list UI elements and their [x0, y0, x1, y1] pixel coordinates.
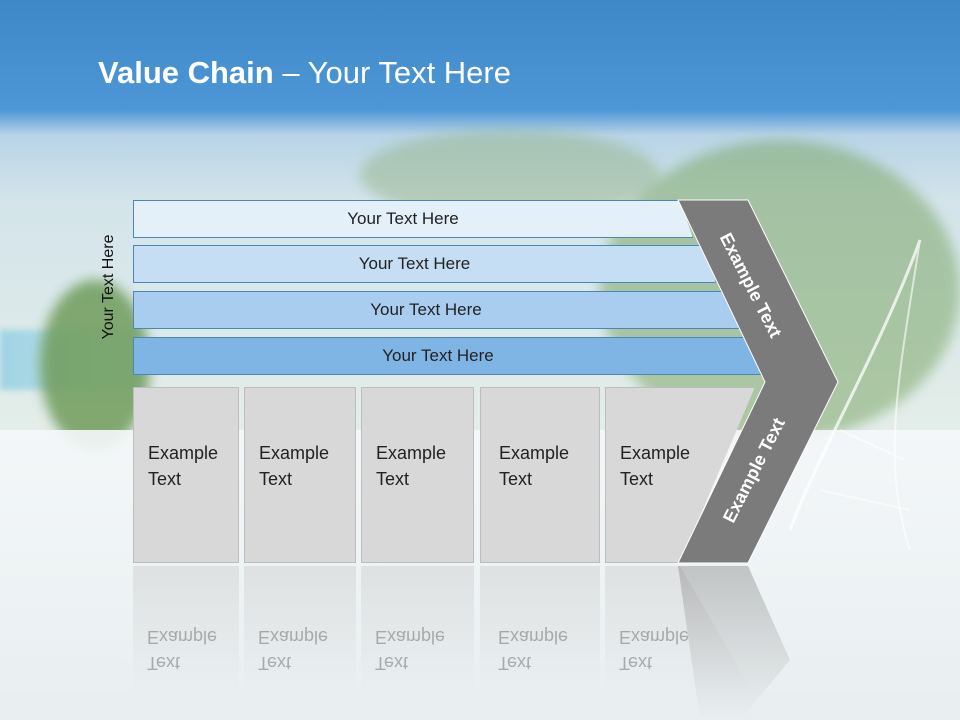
- activity-box-1-line1: Example: [148, 443, 219, 463]
- bar-1-label: Your Text Here: [347, 209, 459, 228]
- activity-box-3: Example Text: [361, 387, 474, 563]
- activity-box-1-line2: Text: [148, 469, 182, 489]
- activity-box-3-line1: Example: [376, 443, 447, 463]
- activity-box-3-line2: Text: [376, 469, 410, 489]
- activity-box-5-line1: Example: [620, 443, 691, 463]
- activity-box-4-line2: Text: [499, 469, 533, 489]
- title-rest: – Your Text Here: [273, 55, 511, 90]
- arrow-shape: [677, 199, 839, 564]
- bar-4-label: Your Text Here: [382, 346, 494, 365]
- foliage-left: [40, 280, 150, 450]
- slide-title: Value Chain – Your Text Here: [98, 55, 511, 91]
- bar-3: Your Text Here: [133, 291, 739, 329]
- bar-4: Your Text Here: [133, 337, 763, 375]
- bar-2-label: Your Text Here: [358, 254, 471, 273]
- bar-3-label: Your Text Here: [370, 300, 482, 319]
- activity-box-2-line1: Example: [259, 443, 330, 463]
- activity-box-4-line1: Example: [499, 443, 570, 463]
- activity-box-1: Example Text: [133, 387, 239, 563]
- bar-2: Your Text Here: [133, 245, 716, 283]
- arrow-reflection: [678, 566, 790, 720]
- activity-box-2-line2: Text: [259, 469, 293, 489]
- activity-box-5-line2: Text: [620, 469, 654, 489]
- activity-box-4: Example Text: [480, 387, 600, 563]
- title-bold: Value Chain: [98, 55, 274, 90]
- activity-box-2: Example Text: [244, 387, 356, 563]
- hammock-graphic: [788, 239, 922, 551]
- bar-1: Your Text Here: [133, 200, 693, 238]
